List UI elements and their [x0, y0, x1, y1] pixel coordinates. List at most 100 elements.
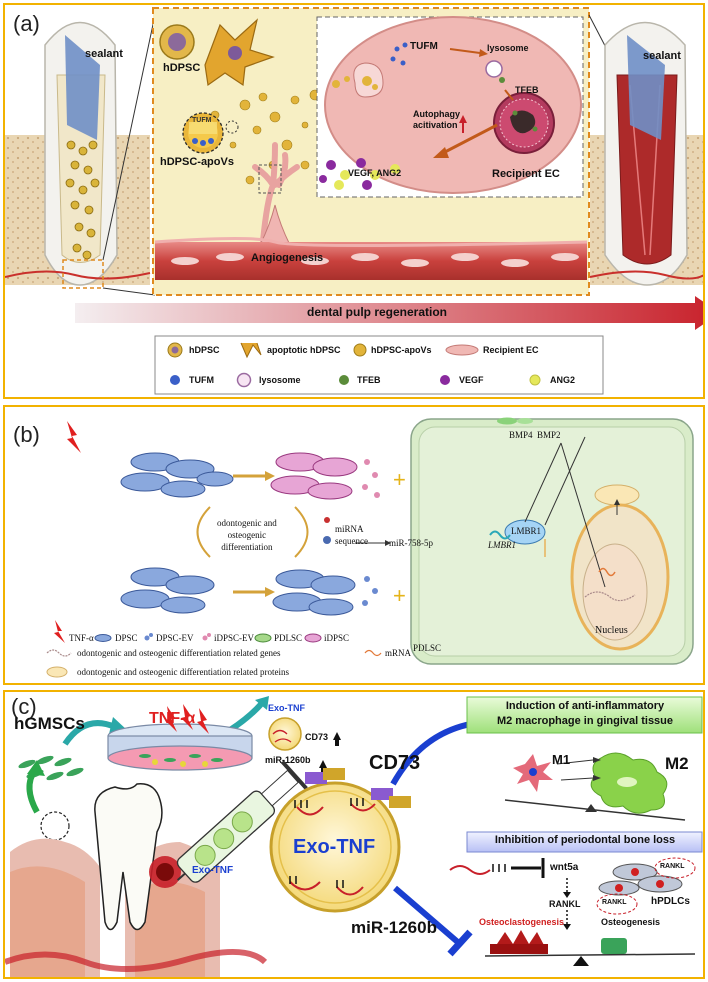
svg-text:+: + [393, 583, 406, 608]
m1-label: M1 [552, 752, 571, 767]
petri-dish [107, 723, 253, 771]
pdlsc-cell-label: PDLSC [413, 643, 442, 653]
vegf-ang2-label: VEGF, ANG2 [348, 168, 402, 178]
regeneration-arrow-label: dental pulp regeneration [307, 305, 448, 319]
panel-b-illustration: + + [46, 417, 694, 678]
legend-lysosome: lysosome [259, 375, 301, 385]
legend-genes: odontogenic and osteogenic differentiati… [77, 648, 281, 658]
mirna-sequence-label: miRNA sequence [335, 524, 368, 546]
hgmscs-cells [18, 755, 84, 781]
hdpsc-apovs-label: hDPSC-apoVs [160, 156, 234, 168]
mir-1260b-label: miR-1260b [351, 918, 437, 937]
tnf-alpha-label: TNF-α [149, 710, 196, 727]
cd73-label: CD73 [369, 752, 421, 774]
exo-tnf-syringe-label: Exo-TNF [192, 865, 234, 876]
dpsc-cluster-bottom [120, 567, 215, 614]
sealant-label-right: sealant [643, 50, 681, 62]
tfeb-label: TFEB [515, 85, 539, 95]
vegf-ang2-dots [319, 158, 400, 190]
legend-box [154, 335, 604, 395]
bmp-label: BMP4 BMP2 [509, 430, 561, 440]
legend-idpsc-ev: iDPSC-EV [214, 633, 255, 643]
m2-title-box [466, 696, 703, 734]
hgmscs-label: hGMSCs [14, 714, 85, 733]
exo-tnf-label: Exo-TNF [293, 836, 376, 858]
hdpsc-cell-illustration [159, 18, 275, 87]
cd73-small-label: CD73 [305, 732, 329, 742]
wnt5a-label: wnt5a [550, 862, 579, 873]
legend-hdpsc-apovs: hDPSC-apoVs [371, 345, 432, 355]
legend-recipient-ec: Recipient EC [483, 345, 539, 355]
lmbr1-mrna-icon [489, 530, 511, 540]
panel-c: (c) hGMSCs TNF-α Exo-TNF CD73 miR-1260b … [3, 690, 705, 979]
idpsc-ev-dots [362, 459, 380, 498]
idpsc-cluster-top [270, 452, 358, 500]
small-exosome [268, 717, 302, 751]
legend-tufm: TUFM [189, 375, 214, 385]
legend-ang2: ANG2 [550, 375, 576, 385]
legend-hdpsc: hDPSC [189, 345, 220, 355]
dpsc-cluster-bottom-2 [272, 569, 356, 616]
apov-zoom-illustration [182, 112, 239, 154]
lmbr1-protein-label: LMBR1 [511, 526, 542, 536]
bone-loss-title: Inhibition of periodontal bone loss [494, 834, 676, 846]
svg-text:+: + [393, 467, 406, 492]
lmbr1-gene-label: LMBR1 [488, 540, 516, 550]
angiogenesis-label: Angiogenesis [251, 252, 324, 264]
panel-a: (a) sealant sealant hDPSC TUFM hDPSC-apo… [3, 3, 705, 399]
recipient-ec-illustration [324, 16, 582, 194]
hdpsc-label: hDPSC [163, 62, 201, 74]
osteogenesis-label: Osteogenesis [601, 917, 661, 927]
hpdlcs-illustration [596, 857, 696, 915]
rankl-cell-label-2: RANKL [602, 899, 627, 906]
legend-dpsc-ev: DPSC-EV [156, 633, 194, 643]
syringe-illustration [176, 760, 308, 883]
tnf-lightning-icon [67, 421, 81, 453]
legend-tnf: TNF-α [69, 633, 94, 643]
dpsc-cluster-top [120, 452, 234, 498]
panel-b: + + [3, 405, 705, 685]
big-exosome-illustration [269, 768, 411, 913]
m2-title: Induction of anti-inflammatory M2 macrop… [496, 700, 674, 727]
sealant-label-left: sealant [85, 48, 123, 60]
seesaw-illustration [484, 930, 696, 966]
legend-icons [167, 342, 541, 388]
bone-title-box [466, 831, 703, 853]
rankl-cell-label-1: RANKL [660, 863, 685, 870]
lmbr1-protein-shape [504, 519, 546, 545]
differentiation-label: odontogenic and osteogenic differentiati… [217, 518, 277, 552]
zoom-circle [40, 811, 70, 841]
tufm-label: TUFM [410, 41, 438, 52]
tnf-lightning-icons [165, 704, 209, 734]
exo-tnf-small-label: Exo-TNF [268, 703, 305, 713]
legend-apoptotic-hdpsc: apoptotic hDPSC [267, 345, 341, 355]
tufm-badge: TUFM [192, 117, 212, 124]
mir-758-label: miR-758-5p [389, 538, 433, 548]
regeneration-arrow [75, 296, 703, 330]
left-tooth-illustration [5, 14, 156, 296]
gum-illustration [5, 783, 268, 977]
panel-b-label: (b) [13, 422, 40, 447]
autophagy-label: Autophagy acitivation [413, 109, 460, 130]
legend-mrna: mRNA [385, 648, 412, 658]
macrophage-illustration [504, 752, 686, 821]
nucleus-label: Nucleus [595, 625, 628, 636]
panel-c-illustration [5, 696, 703, 977]
legend-vegf: VEGF [459, 375, 484, 385]
lysosome-label: lysosome [487, 43, 529, 53]
legend-pdlsc: PDLSC [274, 633, 303, 643]
hpdlcs-label: hPDLCs [651, 896, 690, 907]
legend-dpsc: DPSC [115, 633, 138, 643]
panel-c-label: (c) [11, 694, 37, 719]
dpsc-ev-dots [362, 576, 378, 606]
legend-proteins: odontogenic and osteogenic differentiati… [77, 667, 290, 677]
mir-1260b-small-label: miR-1260b [265, 755, 311, 765]
panel-a-label: (a) [13, 11, 40, 36]
legend-idpsc: iDPSC [324, 633, 350, 643]
m2-label: M2 [665, 754, 689, 773]
rankl-label: RANKL [549, 899, 581, 909]
legend-tfeb: TFEB [357, 375, 381, 385]
sprout-illustration [252, 142, 300, 246]
blood-vessel-illustration [154, 237, 588, 280]
osteoclastogenesis-label: Osteoclastogenesis [479, 917, 565, 927]
